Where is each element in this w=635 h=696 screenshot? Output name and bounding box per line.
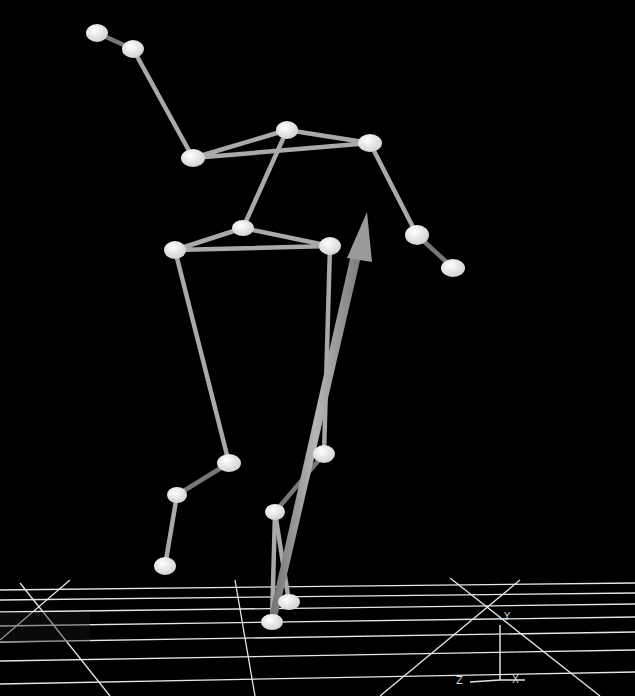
floor-grid xyxy=(0,578,635,696)
axis-triad xyxy=(470,625,525,682)
skeleton-joints xyxy=(86,24,465,630)
axis-label: Z xyxy=(456,676,463,686)
axis-label: Y xyxy=(504,612,510,622)
skeleton-bones xyxy=(97,33,453,622)
axis-label: X xyxy=(512,675,519,685)
force-vector xyxy=(268,212,372,622)
